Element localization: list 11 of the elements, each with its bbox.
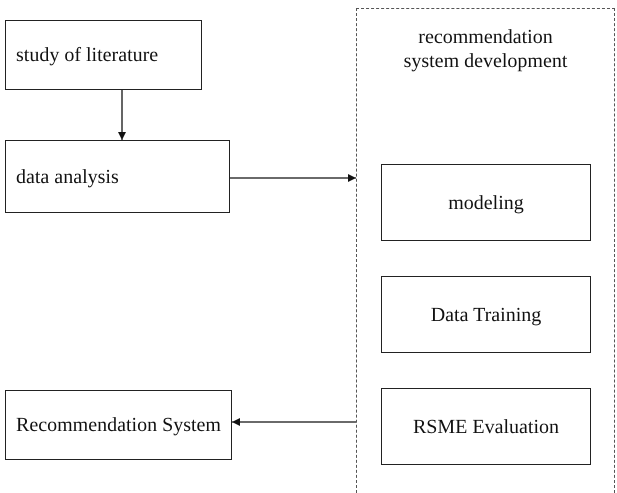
process-box: study of literature — [5, 20, 202, 90]
process-box: data analysis — [5, 140, 230, 213]
process-box: RSME Evaluation — [381, 388, 591, 465]
process-box: Data Training — [381, 276, 591, 353]
arrow — [230, 174, 356, 182]
process-box: modeling — [381, 164, 591, 241]
dashed-group-frame — [356, 8, 615, 493]
arrow — [118, 90, 126, 140]
arrow — [232, 418, 356, 426]
process-box: Recommendation System — [5, 390, 232, 460]
group-title: recommendation system development — [402, 25, 568, 73]
